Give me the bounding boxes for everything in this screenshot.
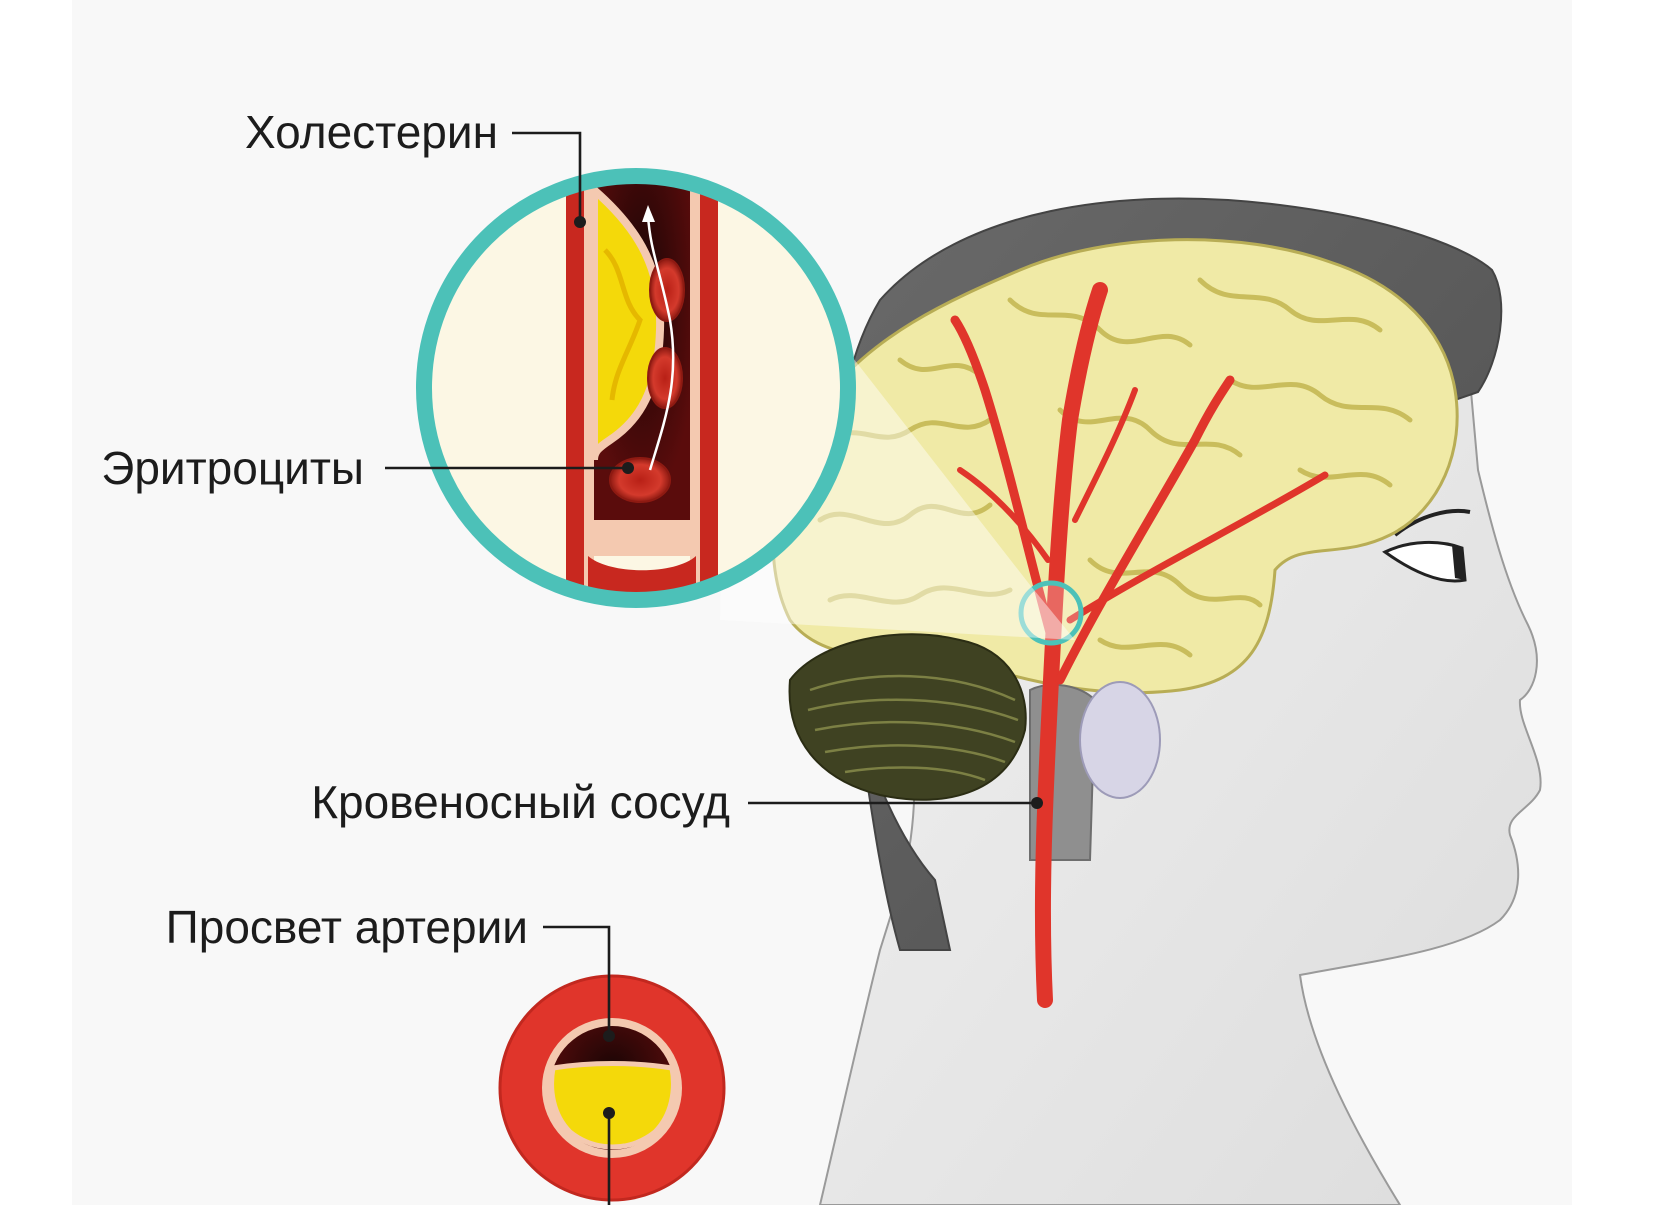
vessel-cross-band <box>588 520 696 556</box>
cross-section-plaque <box>549 1061 676 1150</box>
red-blood-cell <box>647 347 683 409</box>
zoom-ring <box>416 168 856 608</box>
artery-branch-mid <box>1072 387 1138 523</box>
flow-arrowhead <box>642 205 655 222</box>
zoom-view <box>416 168 856 608</box>
cerebellum-folia <box>807 674 1019 782</box>
leader-lines <box>385 131 1043 1205</box>
focus-circle <box>1018 580 1084 646</box>
pons <box>1079 681 1161 799</box>
artery-branch-right <box>1055 375 1235 685</box>
artery-branch-right-2 <box>1066 471 1329 624</box>
blood-flow-arrow <box>646 214 675 471</box>
artery-cross-section <box>498 974 726 1202</box>
artery-branch-left <box>950 315 1057 645</box>
artery <box>950 282 1329 1008</box>
label-cholesterol: Холестерин <box>245 106 498 158</box>
vessel-wall-left <box>566 176 588 600</box>
cerebellum <box>788 633 1027 801</box>
vessel-intima-right <box>690 176 700 600</box>
plaque-texture <box>603 248 643 401</box>
vessel-wall-right <box>696 176 718 600</box>
label-blood-vessel: Кровеносный сосуд <box>311 776 730 828</box>
red-blood-cell <box>609 457 671 503</box>
vessel-intima-left <box>584 176 594 600</box>
eye-pupil <box>1452 545 1465 580</box>
label-erythrocytes: Эритроциты <box>101 442 364 494</box>
label-artery-lumen: Просвет артерии <box>166 901 528 953</box>
brain <box>771 238 1459 861</box>
artery-branch-left-2 <box>957 467 1051 563</box>
main-artery <box>1034 282 1108 1008</box>
